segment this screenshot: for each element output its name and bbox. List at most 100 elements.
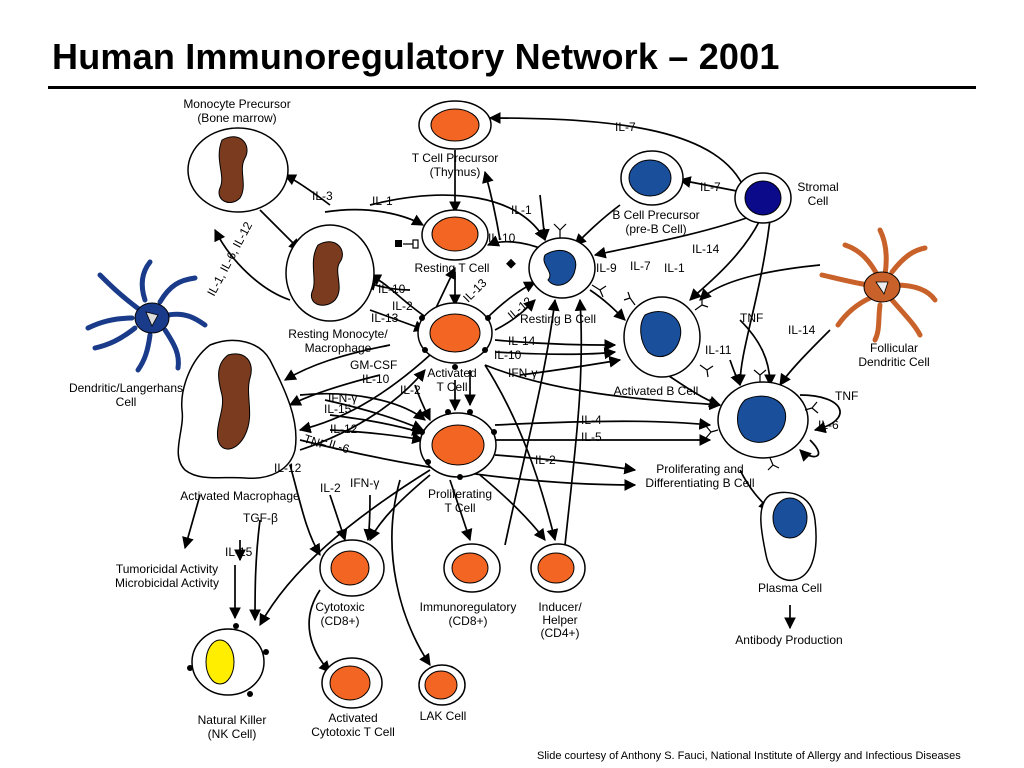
- arrow-ifn-to-activated-b: [519, 355, 622, 376]
- cell-labels: Monocyte Precursor(Bone marrow) T Cell P…: [69, 97, 930, 741]
- arrow-tgfb-to-nk: [249, 519, 261, 622]
- cytokine-label: IL-14: [692, 242, 720, 256]
- cytokine-label: IL-2: [320, 481, 341, 495]
- arrow-stromal-to-tprecursor: [488, 112, 746, 191]
- arrow-il10-to-tprecursor: [482, 170, 501, 241]
- cytokine-label: IL-14: [788, 323, 816, 337]
- arrow-stromal-to-activated-b: [689, 219, 761, 301]
- arrow-helper-to-resting-b: [564, 298, 587, 546]
- cytokine-label: IL-10: [362, 372, 390, 386]
- cytokine-label: IL-1, IL-6, IL-12: [204, 219, 255, 298]
- arrow-proliferating-to-immunoregulatory: [449, 479, 473, 542]
- title-rule: [48, 86, 976, 89]
- cytokine-label: IL-13: [371, 311, 399, 325]
- label-resting-t: Resting T Cell: [415, 261, 490, 275]
- arrow-activated-t-to-proliferating-b: [484, 364, 722, 411]
- cytokine-label: IL-10: [378, 282, 406, 296]
- label-inducer-helper: Inducer/Helper(CD4+): [538, 600, 582, 640]
- cytokine-label: IL-14: [508, 334, 536, 348]
- cytokine-label: GM-CSF: [350, 358, 397, 372]
- dendritic-langerhans-cell: [85, 259, 208, 373]
- cytokine-label: IL-2: [392, 299, 413, 313]
- cytokine-label: IL-5: [581, 430, 602, 444]
- label-t-cell-precursor: T Cell Precursor(Thymus): [412, 151, 498, 179]
- arrow-il1-to-resting-b: [369, 194, 546, 242]
- arrow-proliferating-to-nk: [259, 469, 431, 627]
- arrow-ifn-to-cytotoxic: [363, 494, 376, 542]
- cytokine-label: IL-12: [274, 461, 302, 475]
- immunoregulatory-t-cell: [443, 543, 501, 593]
- arrow-il2-activated-to-proliferating: [414, 384, 431, 422]
- cytokine-label: TNF: [302, 432, 329, 453]
- arrow-il15-to-proliferating-t: [329, 414, 425, 436]
- cytokine-label: IL-10: [488, 231, 516, 245]
- arrow-resting-t-il1-t: [537, 194, 550, 242]
- label-cytotoxic: Cytotoxic(CD8+): [315, 600, 364, 628]
- arrow-il10-to-macrophage: [288, 374, 381, 406]
- arrow-tnf-il6-to-activated-t: [299, 369, 426, 451]
- follicular-dendritic-cell: [819, 227, 938, 343]
- arrow-fdc-to-proliferating-b: [779, 329, 831, 386]
- arrow-il12-to-cytotoxic-from-mac: [289, 464, 321, 557]
- label-immunoregulatory: Immunoregulatory(CD8+): [420, 600, 517, 628]
- lak-cell: [418, 664, 466, 706]
- cytokine-label: IL-11: [705, 343, 732, 357]
- cytokine-label: IL-1: [511, 203, 532, 217]
- cytokine-label: IFN-γ: [328, 391, 357, 405]
- label-b-cell-precursor: B Cell Precursor(pre-B Cell): [612, 208, 699, 236]
- resting-b-nucleus: [543, 250, 577, 286]
- arrow-gmcsf-to-macrophage: [283, 344, 391, 381]
- cytokine-label: IL-1: [664, 261, 685, 275]
- label-nk: Natural Killer(NK Cell): [198, 713, 267, 741]
- arrow-il2-to-differentiating-b: [494, 454, 637, 475]
- receptor-square-icon: [395, 240, 402, 247]
- page-title: Human Immunoregulatory Network – 2001: [52, 36, 780, 77]
- label-lak: LAK Cell: [420, 709, 467, 723]
- arrow-resting-b-to-activated-b: [589, 289, 626, 321]
- activated-t-cell: [417, 295, 493, 370]
- arrow-il4-to-proliferating-b: [494, 418, 712, 430]
- arrow-activated-t-to-macrophage: [298, 354, 431, 434]
- cytokine-label: TNF: [835, 389, 858, 403]
- arrow-mono-to-il1-6-12: [214, 228, 291, 301]
- arrow-activated-t-to-resting-mono: [368, 274, 431, 321]
- label-resting-monocyte: Resting Monocyte/Macrophage: [288, 327, 388, 355]
- cytokine-label: TNF: [740, 311, 763, 325]
- activated-b-nucleus: [640, 311, 682, 357]
- cytokine-labels: IL-7 IL-7 IL-3 IL-1 IL-1 IL-10 IL-1, IL-…: [204, 120, 858, 559]
- arrow-stromal-to-bprecursor: [678, 176, 743, 193]
- cytokine-label: IL-7: [700, 180, 721, 194]
- arrow-il14-to-activated-t-b: [494, 339, 617, 351]
- arrow-activated-t-to-helper: [484, 364, 559, 542]
- inducer-helper-t-cell: [530, 543, 586, 593]
- t-cell-precursor-cell: [418, 100, 492, 150]
- resting-monocyte-macrophage-cell: [285, 224, 375, 322]
- stromal-cell: [734, 172, 792, 224]
- cytokine-label: IL-7: [615, 120, 636, 134]
- arrow-proliferating-to-helper: [479, 474, 546, 541]
- antibody-receptor-icon: [553, 223, 567, 238]
- arrow-proliferating-to-lak: [391, 479, 431, 666]
- activated-macrophage-cell: [177, 339, 297, 479]
- monocyte-precursor-nucleus: [218, 136, 248, 203]
- arrow-il1-to-resting-t: [324, 208, 425, 226]
- arrow-immuno-to-resting-b: [504, 298, 560, 546]
- cytokine-label: IL-3: [312, 189, 333, 203]
- plasma-cell: [760, 491, 817, 581]
- b-cell-precursor-cell: [620, 150, 684, 206]
- arrow-il10-to-activated-b: [494, 347, 617, 360]
- label-activated-macrophage: Activated Macrophage: [180, 489, 300, 503]
- arrow-stromal-to-resting-b: [593, 214, 756, 259]
- arrow-il12-to-resting-b: [494, 299, 536, 331]
- cytokine-label: IFN-γ: [508, 366, 537, 380]
- arrow-il2-to-resting-t: [434, 266, 456, 311]
- natural-killer-cell: [187, 623, 269, 697]
